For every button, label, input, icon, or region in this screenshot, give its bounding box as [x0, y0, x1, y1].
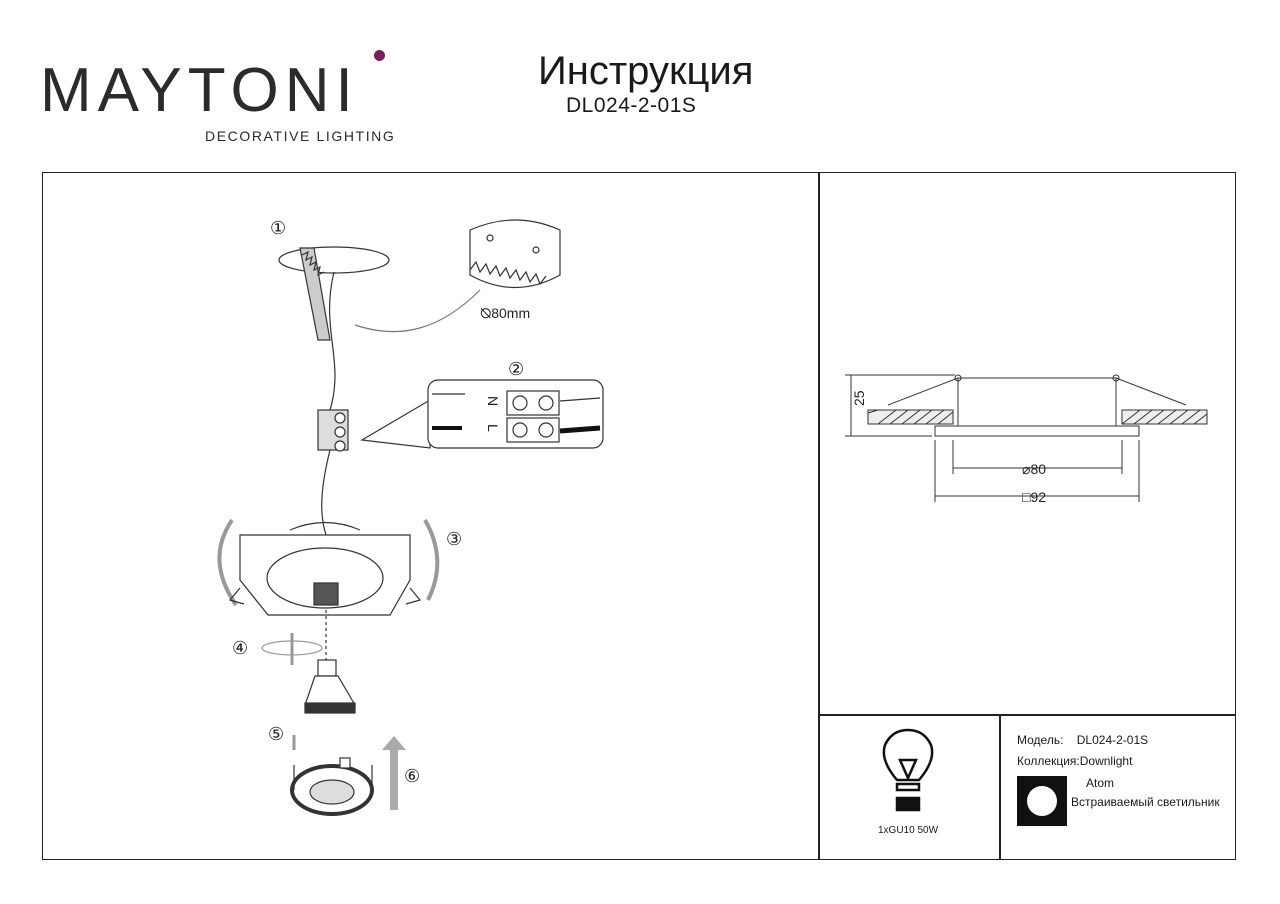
- divider-vertical: [818, 172, 820, 860]
- step-3-illustration: [217, 518, 440, 616]
- step-2-illustration: [317, 379, 604, 546]
- step-5-6-illustration: [290, 735, 406, 816]
- brand-dot: [374, 50, 385, 61]
- step-1-marker: ①: [270, 218, 286, 239]
- brand-name: MAYTONI: [40, 56, 359, 125]
- step-2-marker: ②: [508, 359, 524, 380]
- step-6-marker: ⑥: [404, 766, 420, 787]
- product-type: Встраиваемый светильник: [1071, 795, 1220, 809]
- lightbulb-icon: [882, 728, 934, 812]
- info-model: Модель: DL024-2-01S: [1017, 733, 1148, 747]
- dim-square: □92: [1022, 489, 1046, 505]
- step-5-marker: ⑤: [268, 724, 284, 745]
- step-4-marker: ④: [232, 638, 248, 659]
- wire-neutral-label: N: [485, 396, 501, 406]
- hole-size-label: ⦰80mm: [480, 305, 530, 321]
- step-3-marker: ③: [446, 529, 462, 550]
- atom-series-icon: [1017, 776, 1067, 826]
- dim-diameter: ⌀80: [1022, 461, 1046, 477]
- step-1-illustration: [278, 219, 561, 411]
- model-heading: DL024-2-01S: [566, 94, 697, 117]
- dimension-drawing: [845, 374, 1208, 502]
- model-label: Модель:: [1017, 733, 1064, 747]
- lamp-spec: 1xGU10 50W: [877, 825, 939, 836]
- brand-logo: MAYTONI DECORATIVE LIGHTING: [40, 48, 400, 148]
- collection-label: Коллекция:: [1017, 754, 1080, 768]
- brand-tagline: DECORATIVE LIGHTING: [205, 128, 396, 144]
- wire-live-label: L: [485, 424, 501, 432]
- step-4-illustration: [261, 610, 357, 714]
- model-value: DL024-2-01S: [1076, 733, 1149, 747]
- dim-height: 25: [851, 390, 867, 406]
- info-collection: Коллекция:Downlight: [1017, 754, 1132, 768]
- series-name: Atom: [1086, 776, 1115, 790]
- page-title: Инструкция: [538, 49, 754, 93]
- instruction-frame: [42, 172, 1236, 860]
- divider-vertical-info: [999, 714, 1001, 860]
- divider-horizontal: [818, 714, 1236, 716]
- collection-value: Downlight: [1079, 754, 1133, 768]
